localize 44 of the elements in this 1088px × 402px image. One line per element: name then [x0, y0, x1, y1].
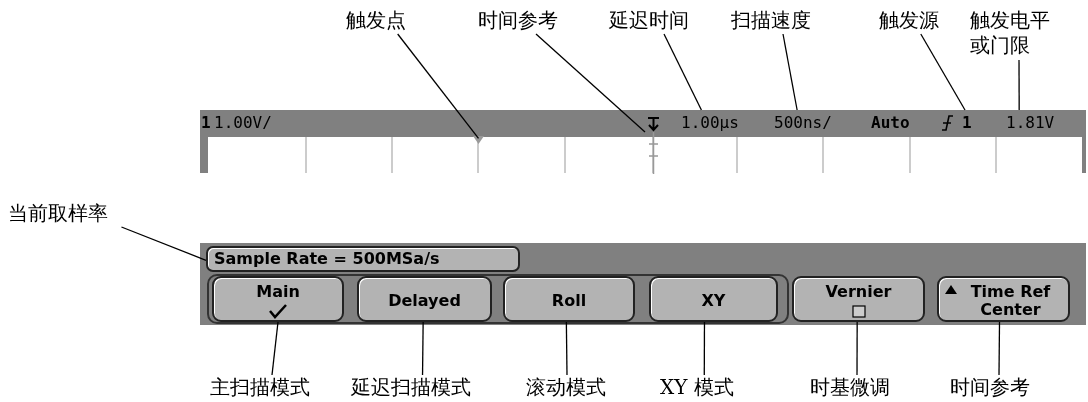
leader-line [998, 321, 1001, 376]
leader-line [120, 226, 207, 261]
leader-line [1018, 59, 1020, 111]
status-readout: 500ns/ [774, 110, 842, 136]
callout-label: 触发点 [346, 8, 422, 34]
oscilloscope-screen [200, 110, 1086, 173]
trigger-point-marker [473, 136, 484, 144]
callout-label: 扫描速度 [731, 8, 831, 34]
callout-label: 延迟时间 [609, 8, 709, 34]
softkey-button: Time Ref Center [937, 276, 1070, 322]
callout-label: 触发电平或门限 [970, 8, 1068, 60]
softkey-button: Main [212, 276, 344, 322]
callout-label: 时间参考 [478, 8, 578, 34]
softkey-panel [200, 243, 1086, 325]
callout-label: 时基微调 [810, 375, 910, 401]
leader-line [663, 33, 703, 111]
callout-label: 滚动模式 [526, 375, 626, 401]
status-readout: 1 [201, 110, 213, 136]
leader-line [920, 33, 966, 111]
softkey-button: XY [649, 276, 778, 322]
callout-label: 时间参考 [950, 375, 1050, 401]
sample-rate-display: Sample Rate = 500MSa/s [206, 246, 520, 272]
leader-line [856, 321, 858, 376]
leader-line [782, 33, 798, 111]
callout-label: 主扫描模式 [210, 375, 334, 401]
time-reference-marker [645, 114, 662, 174]
leader-line [397, 33, 480, 140]
status-readout: 1.00V/ [214, 110, 278, 136]
callout-label: 触发源 [879, 8, 955, 34]
leader-line [421, 321, 424, 376]
leader-line [703, 321, 706, 376]
status-readout: 1.81V [1006, 110, 1066, 136]
leader-line [535, 33, 646, 133]
callout-label: 延迟扫描模式 [351, 375, 497, 401]
leader-line [271, 321, 279, 376]
softkey-button: Roll [503, 276, 635, 322]
status-readout: Auto [871, 110, 917, 136]
status-readout: 1 [962, 110, 977, 136]
leader-line [565, 321, 568, 376]
callout-label: XY 模式 [660, 375, 742, 401]
callout-label: 当前取样率 [8, 201, 130, 227]
softkey-button: Delayed [357, 276, 492, 322]
softkey-button: Vernier [792, 276, 925, 322]
status-readout: 1.00µs [681, 110, 749, 136]
